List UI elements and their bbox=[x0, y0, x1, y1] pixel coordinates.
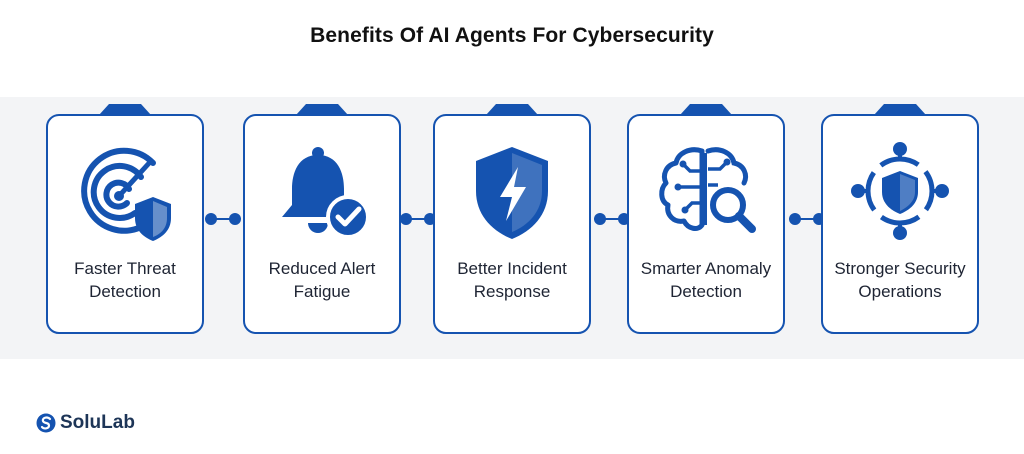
card-label: Reduced Alert Fatigue bbox=[268, 259, 376, 301]
shield-lightning-icon bbox=[476, 147, 548, 239]
card-label: Smarter Anomaly Detection bbox=[640, 259, 772, 301]
card-label: Stronger Security Operations bbox=[834, 259, 966, 301]
brain-search-icon bbox=[659, 147, 756, 233]
brand-name: SoluLab bbox=[60, 412, 135, 433]
connector bbox=[205, 213, 241, 225]
solulab-logo: SoluLab bbox=[36, 410, 135, 436]
page-title: Benefits Of AI Agents For Cybersecurity bbox=[310, 24, 714, 47]
benefit-card-reduced-alert-fatigue: Reduced Alert Fatigue bbox=[236, 103, 408, 341]
card-label: Better Incident Response bbox=[457, 259, 567, 301]
shield-network-icon bbox=[851, 142, 949, 240]
bell-check-icon bbox=[282, 147, 370, 239]
benefit-card-smarter-anomaly-detection: Smarter Anomaly Detection bbox=[620, 103, 792, 341]
radar-shield-icon bbox=[81, 147, 171, 241]
card-label: Faster Threat Detection bbox=[74, 259, 176, 301]
benefit-card-better-incident-response: Better Incident Response bbox=[426, 103, 598, 341]
benefit-card-faster-threat-detection: Faster Threat Detection bbox=[39, 103, 211, 341]
solulab-logo-icon bbox=[36, 413, 56, 433]
benefit-card-stronger-security-operations: Stronger Security Operations bbox=[814, 103, 986, 341]
connector bbox=[400, 213, 436, 225]
